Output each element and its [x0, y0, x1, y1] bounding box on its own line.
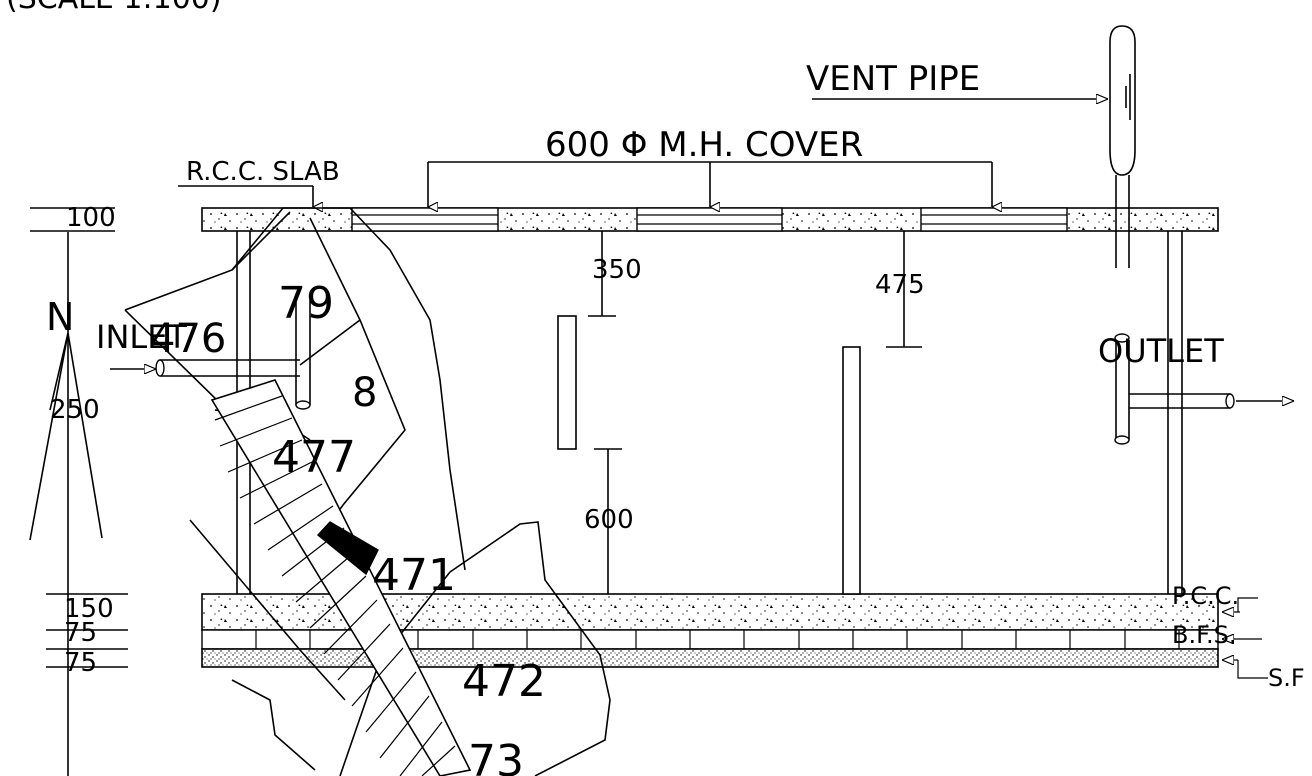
label-rcc-slab: R.C.C. SLAB [186, 157, 340, 187]
vent-cowl [1109, 25, 1136, 176]
dim-150: 150 [64, 594, 114, 624]
top-rcc-slab [201, 207, 1219, 232]
inlet-pipe [155, 300, 311, 410]
dim-475: 475 [875, 270, 925, 300]
mh-cover-leaders [427, 161, 992, 207]
overlay-number-476: 476 [150, 316, 226, 362]
base-layer-leaders [1222, 597, 1268, 679]
dimension-lines [588, 231, 922, 594]
baffle-walls [557, 315, 861, 595]
label-mh-cover: 600 Φ M.H. COVER [545, 125, 863, 165]
left-dimension-ticks [30, 207, 128, 668]
label-pcc: P.C.C. [1172, 582, 1239, 610]
dim-100: 100 [66, 203, 116, 233]
overlay-hatched-band [210, 379, 472, 776]
brick-joints [255, 630, 1180, 649]
overlay-number-8: 8 [352, 370, 377, 416]
outlet-pipe [1114, 333, 1235, 445]
overlay-number-73: 73 [468, 736, 524, 776]
north-label: N [46, 295, 74, 339]
overlay-number-471: 471 [372, 550, 456, 601]
north-arrow [29, 232, 103, 776]
baffle-right [842, 346, 861, 595]
tank-walls [236, 231, 1183, 594]
label-bfs: B.F.S. [1172, 621, 1237, 649]
dim-350: 350 [592, 255, 642, 285]
overlay-solid-block [316, 521, 379, 576]
overlay-number-472: 472 [462, 656, 546, 707]
label-sf: S.F [1268, 664, 1305, 692]
dim-75-sf: 75 [64, 648, 97, 678]
overlay-numbers: 79 476 8 477 471 472 73 [150, 278, 546, 776]
vent-pipe [1109, 25, 1136, 268]
label-inlet: INLET [96, 318, 187, 356]
overlay-number-477: 477 [272, 432, 356, 483]
dim-250: 250 [50, 395, 100, 425]
scale-note: (SCALE 1:100) [6, 0, 222, 16]
dim-75-bfs: 75 [64, 618, 97, 648]
baffle-left [557, 315, 577, 450]
label-vent-pipe: VENT PIPE [806, 59, 980, 99]
label-outlet: OUTLET [1098, 332, 1224, 370]
sand-filling-layer [201, 648, 1219, 668]
rcc-slab-leader [178, 185, 313, 207]
dim-600: 600 [584, 505, 634, 535]
overlay-number-79: 79 [278, 278, 334, 329]
manhole-cover-openings [351, 207, 1068, 232]
